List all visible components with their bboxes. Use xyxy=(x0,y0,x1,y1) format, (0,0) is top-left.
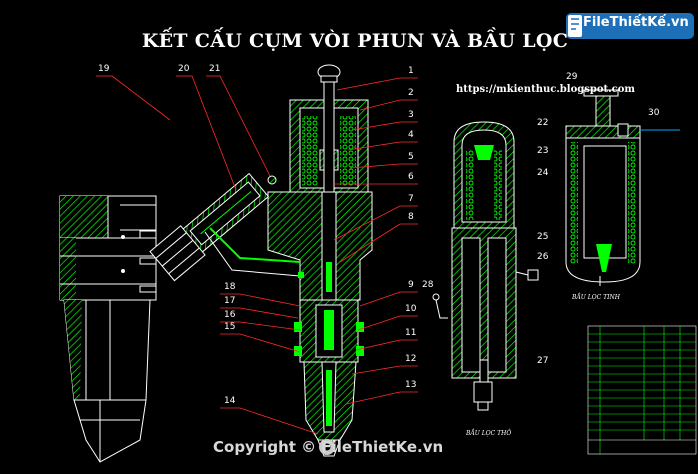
part-label-11: 11 xyxy=(405,328,417,338)
part-label-21: 21 xyxy=(209,64,221,74)
part-label-12: 12 xyxy=(405,354,417,364)
part-label-26: 26 xyxy=(537,252,549,262)
leader-lines xyxy=(96,75,418,435)
copyright-text: Copyright © FileThietKe.vn xyxy=(213,438,444,456)
site-logo xyxy=(566,13,694,39)
part-label-3: 3 xyxy=(408,110,414,120)
part-label-15: 15 xyxy=(224,322,236,332)
part-label-6: 6 xyxy=(408,172,414,182)
part-label-10: 10 xyxy=(405,304,417,314)
part-label-18: 18 xyxy=(224,282,236,292)
part-label-19: 19 xyxy=(98,64,110,74)
part-label-30: 30 xyxy=(648,108,660,118)
part-label-23: 23 xyxy=(537,146,549,156)
part-label-16: 16 xyxy=(224,310,236,320)
part-label-22: 22 xyxy=(537,118,549,128)
part-label-17: 17 xyxy=(224,296,236,306)
part-label-20: 20 xyxy=(178,64,190,74)
source-url: https://mkienthuc.blogspot.com xyxy=(456,84,635,95)
part-label-1: 1 xyxy=(408,66,414,76)
part-label-5: 5 xyxy=(408,152,414,162)
part-label-4: 4 xyxy=(408,130,414,140)
coarse-filter xyxy=(432,121,539,411)
injector-cross-section xyxy=(149,64,373,457)
part-label-2: 2 xyxy=(408,88,414,98)
caption-fine-filter: BẦU LỌC TINH xyxy=(572,294,620,301)
part-label-27: 27 xyxy=(537,356,549,366)
injector-side-view xyxy=(59,195,157,463)
part-label-9: 9 xyxy=(408,280,414,290)
part-label-25: 25 xyxy=(537,232,549,242)
part-label-13: 13 xyxy=(405,380,417,390)
part-label-28: 28 xyxy=(422,280,434,290)
fine-filter xyxy=(565,89,680,286)
part-label-24: 24 xyxy=(537,168,549,178)
part-label-8: 8 xyxy=(408,212,414,222)
part-label-7: 7 xyxy=(408,194,414,204)
gear-icon xyxy=(319,439,335,455)
part-label-29: 29 xyxy=(566,72,578,82)
page-title: KẾT CẤU CỤM VÒI PHUN VÀ BẦU LỌC xyxy=(141,30,569,52)
title-block xyxy=(587,325,697,455)
site-logo-text: FileThiếtKế.vn xyxy=(583,15,689,30)
caption-coarse-filter: BẦU LỌC THÔ xyxy=(466,430,512,437)
part-label-14: 14 xyxy=(224,396,236,406)
